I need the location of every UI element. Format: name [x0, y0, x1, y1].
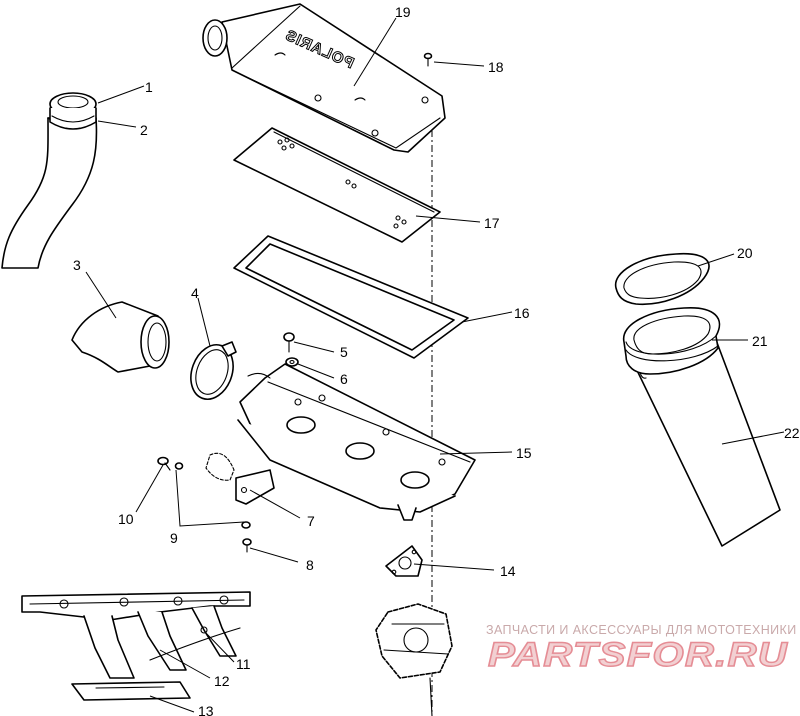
part-screw-8 [242, 538, 252, 553]
callout-3: 3 [73, 257, 81, 273]
part-screw-18 [423, 52, 433, 67]
callout-9: 9 [170, 530, 178, 546]
part-airbox-cover: POLARIS [202, 3, 446, 153]
part-washer-6 [285, 357, 299, 367]
part-carburetor [375, 603, 453, 716]
part-boot [622, 307, 721, 375]
part-bolt-10 [157, 456, 171, 471]
callout-22: 22 [784, 425, 800, 441]
part-bracket [205, 452, 275, 505]
callout-16: 16 [514, 305, 530, 321]
callout-17: 17 [484, 215, 500, 231]
callout-18: 18 [488, 59, 504, 75]
part-flange-gasket [385, 545, 423, 577]
part-mount-plate [71, 681, 191, 701]
leader-lines [85, 17, 785, 713]
part-airbox-base [237, 363, 476, 521]
callout-10: 10 [118, 511, 134, 527]
callout-13: 13 [198, 703, 214, 716]
callout-21: 21 [752, 333, 768, 349]
part-manifold [21, 591, 251, 679]
part-gasket-frame [233, 235, 469, 359]
callout-6: 6 [340, 371, 348, 387]
part-filter-plate [233, 127, 441, 243]
watermark: ЗАПЧАСТИ И АКСЕССУАРЫ ДЛЯ МОТОТЕХНИКИ PA… [486, 623, 797, 675]
callout-20: 20 [737, 245, 753, 261]
callout-numbers: 1 2 3 4 5 6 7 8 9 10 11 12 13 14 15 16 1… [73, 4, 800, 716]
part-nut-9 [174, 462, 251, 529]
part-elbow [71, 301, 170, 373]
callout-11: 11 [236, 656, 251, 672]
callout-5: 5 [340, 344, 348, 360]
part-seal-ring [614, 252, 710, 306]
watermark-logo: PARTSFOR.RU [488, 636, 789, 674]
callout-7: 7 [307, 513, 315, 529]
callout-8: 8 [306, 557, 314, 573]
callout-14: 14 [500, 563, 516, 579]
callout-19: 19 [395, 4, 411, 20]
part-clamp [190, 341, 237, 400]
callout-2: 2 [140, 122, 148, 138]
part-intake-tube [1, 92, 98, 269]
callout-15: 15 [516, 445, 532, 461]
watermark-caption: ЗАПЧАСТИ И АКСЕССУАРЫ ДЛЯ МОТОТЕХНИКИ [486, 623, 797, 637]
callout-1: 1 [145, 79, 153, 95]
part-bolt-5 [283, 332, 295, 353]
callout-4: 4 [191, 285, 199, 301]
callout-12: 12 [214, 673, 230, 689]
